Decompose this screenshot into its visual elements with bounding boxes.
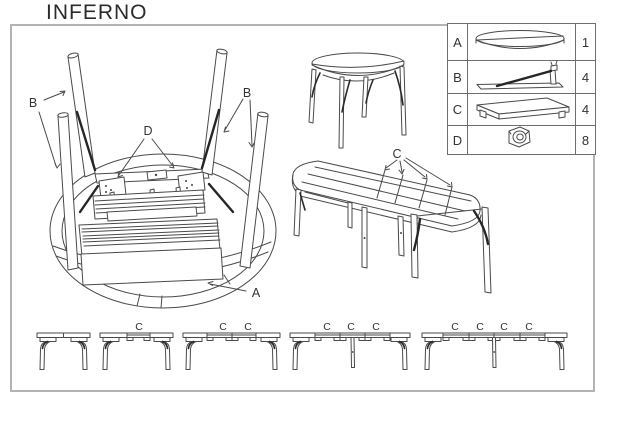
callout-b-right: B — [242, 86, 252, 100]
part-letter: B — [448, 61, 468, 94]
part-d-icon-cell — [468, 126, 576, 154]
stage3-leaf-label: C — [244, 321, 252, 333]
callout-a: A — [251, 286, 261, 300]
stage5-leaf-label: C — [525, 321, 533, 333]
stage5-leaf-label: C — [476, 321, 484, 333]
stage4-leaf-label: C — [372, 321, 380, 333]
callout-b-left: B — [28, 96, 38, 110]
part-letter: C — [448, 94, 468, 126]
stage3-leaf-label: C — [219, 321, 227, 333]
part-qty: 4 — [576, 61, 595, 94]
callout-d: D — [143, 124, 153, 138]
stage2-leaf-label: C — [135, 321, 143, 333]
callout-c: C — [392, 147, 402, 161]
drawing-border — [10, 24, 595, 392]
part-a-icon-cell — [468, 24, 576, 61]
part-letter: D — [448, 126, 468, 154]
part-qty: 4 — [576, 94, 595, 126]
stage5-leaf-label: C — [500, 321, 508, 333]
part-c-icon-cell — [468, 94, 576, 126]
page-title: INFERNO — [46, 1, 148, 24]
stage5-leaf-label: C — [451, 321, 459, 333]
part-qty: 8 — [581, 132, 590, 148]
stage4-leaf-label: C — [347, 321, 355, 333]
part-b-icon-cell — [468, 61, 576, 94]
stage4-leaf-label: C — [323, 321, 331, 333]
parts-list-table: A 1 B 4 C 4 D 8 — [447, 23, 596, 155]
part-qty: 1 — [576, 24, 595, 61]
part-letter: A — [448, 24, 468, 61]
